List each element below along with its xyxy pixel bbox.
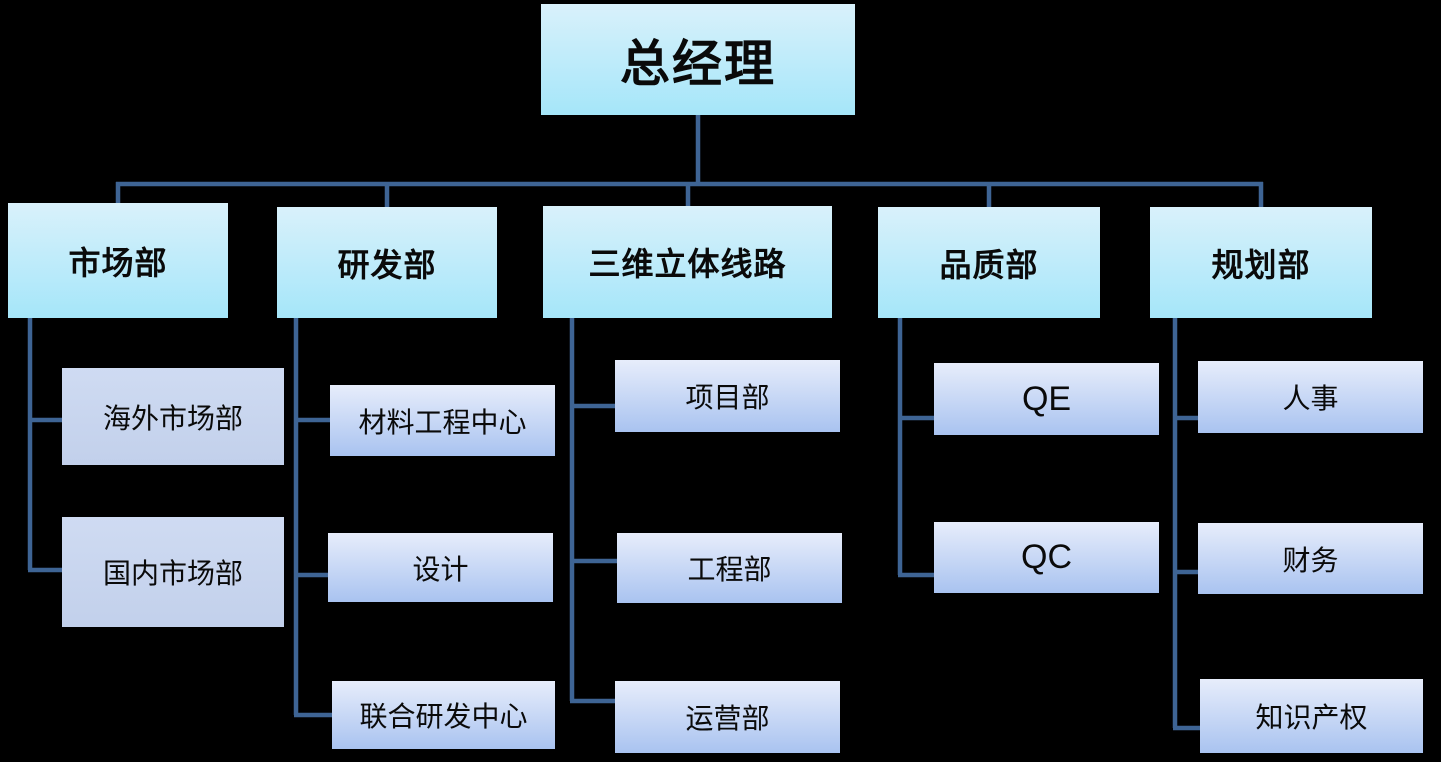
org-node-intellectual-property[interactable]: 知识产权 xyxy=(1200,679,1423,753)
org-node-overseas-marketing[interactable]: 海外市场部 xyxy=(62,368,284,465)
org-node-label: 规划部 xyxy=(1211,246,1311,283)
connector-planning-children xyxy=(1172,317,1200,731)
connector-root-to-departments xyxy=(115,115,1264,207)
org-node-general-manager[interactable]: 总经理 xyxy=(541,4,855,115)
org-node-label: 财务 xyxy=(1282,544,1339,576)
org-node-label: QE xyxy=(1021,379,1072,418)
org-node-label: 三维立体线路 xyxy=(588,246,787,282)
org-node-label: 品质部 xyxy=(939,246,1039,283)
org-node-operations-dept[interactable]: 运营部 xyxy=(615,681,840,753)
org-node-label: 运营部 xyxy=(685,703,770,734)
org-node-engineering-dept[interactable]: 工程部 xyxy=(617,533,842,603)
org-node-hr[interactable]: 人事 xyxy=(1198,361,1423,433)
org-node-label: 材料工程中心 xyxy=(358,406,527,438)
org-node-label: 联合研发中心 xyxy=(359,701,528,732)
org-node-joint-rnd-center[interactable]: 联合研发中心 xyxy=(332,681,555,749)
org-node-project-dept[interactable]: 项目部 xyxy=(615,360,840,432)
org-node-label: 设计 xyxy=(412,553,469,585)
org-node-marketing-dept[interactable]: 市场部 xyxy=(8,203,228,318)
connector-quality-children xyxy=(897,317,934,578)
org-node-label: 市场部 xyxy=(68,244,168,281)
org-node-quality-dept[interactable]: 品质部 xyxy=(878,207,1100,318)
org-node-rnd-dept[interactable]: 研发部 xyxy=(277,207,497,318)
org-node-3d-circuit-dept[interactable]: 三维立体线路 xyxy=(543,206,832,318)
org-node-label: 总经理 xyxy=(620,35,776,92)
org-node-label: 人事 xyxy=(1282,383,1339,414)
org-node-domestic-marketing[interactable]: 国内市场部 xyxy=(62,517,284,627)
org-node-label: 工程部 xyxy=(687,554,772,585)
org-node-qe[interactable]: QE xyxy=(934,363,1159,435)
org-node-label: 海外市场部 xyxy=(102,402,243,434)
org-node-finance[interactable]: 财务 xyxy=(1198,523,1423,594)
connector-rnd-children xyxy=(293,317,332,718)
org-node-qc[interactable]: QC xyxy=(934,522,1159,593)
connector-marketing-children xyxy=(27,317,62,573)
org-node-label: 研发部 xyxy=(337,246,437,283)
org-node-label: QC xyxy=(1021,538,1072,576)
org-node-label: 项目部 xyxy=(685,382,770,413)
connector-3d-circuit-children xyxy=(569,317,617,704)
org-node-design[interactable]: 设计 xyxy=(328,533,553,602)
org-node-planning-dept[interactable]: 规划部 xyxy=(1150,207,1372,318)
org-node-materials-engineering-center[interactable]: 材料工程中心 xyxy=(330,385,555,456)
org-node-label: 国内市场部 xyxy=(102,558,243,589)
org-node-label: 知识产权 xyxy=(1255,702,1368,733)
